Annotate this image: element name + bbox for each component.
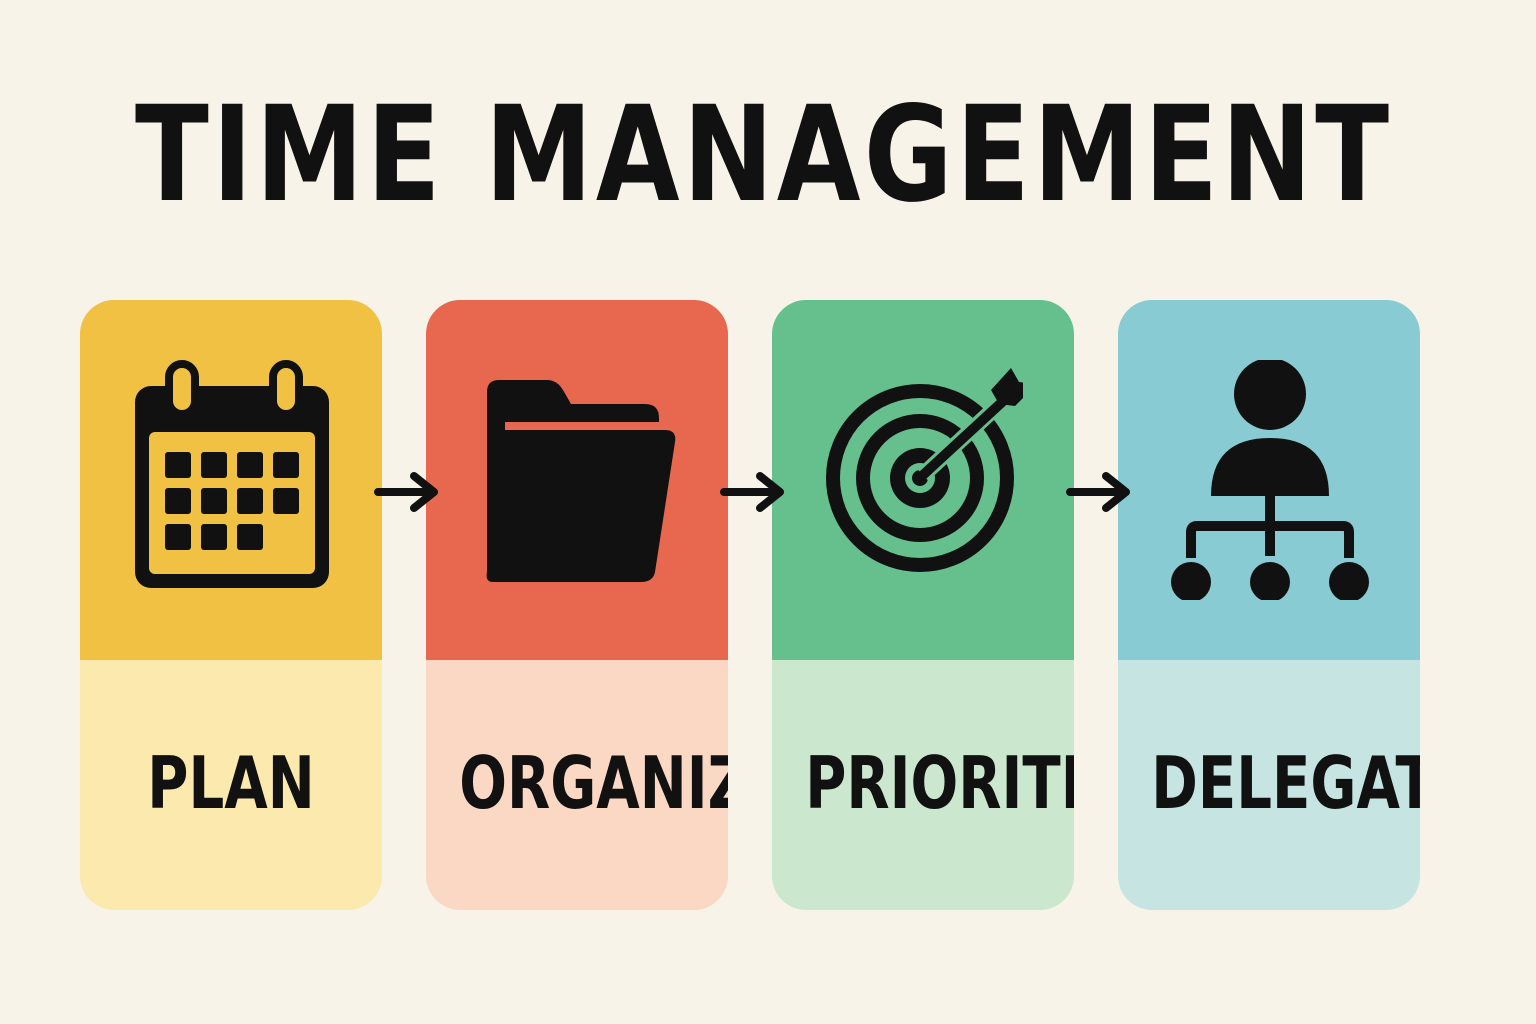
arrow-right-icon xyxy=(720,472,784,512)
card-bottom-panel xyxy=(80,660,382,910)
step-label-prioritize: PRIORITIZE xyxy=(805,741,1074,825)
step-card-organize: ORGANIZE xyxy=(426,300,728,910)
step-card-prioritize: PRIORITIZE xyxy=(772,300,1074,910)
step-label-plan: PLAN xyxy=(147,741,315,825)
calendar-icon xyxy=(135,360,329,588)
step-card-plan: PLAN xyxy=(80,300,382,910)
card-bottom-panel xyxy=(426,660,728,910)
diagram-title: TIME MANAGEMENT xyxy=(135,78,1393,232)
org-chart-icon xyxy=(1171,360,1369,600)
card-bottom-panel xyxy=(772,660,1074,910)
step-label-organize: ORGANIZE xyxy=(459,741,728,825)
folder-icon xyxy=(486,380,676,582)
arrow-right-icon xyxy=(1066,472,1130,512)
step-label-delegate: DELEGATE xyxy=(1151,741,1420,825)
card-bottom-panel xyxy=(1118,660,1420,910)
step-card-delegate: DELEGATE xyxy=(1118,300,1420,910)
arrow-right-icon xyxy=(374,472,438,512)
target-arrow-icon xyxy=(826,368,1023,572)
